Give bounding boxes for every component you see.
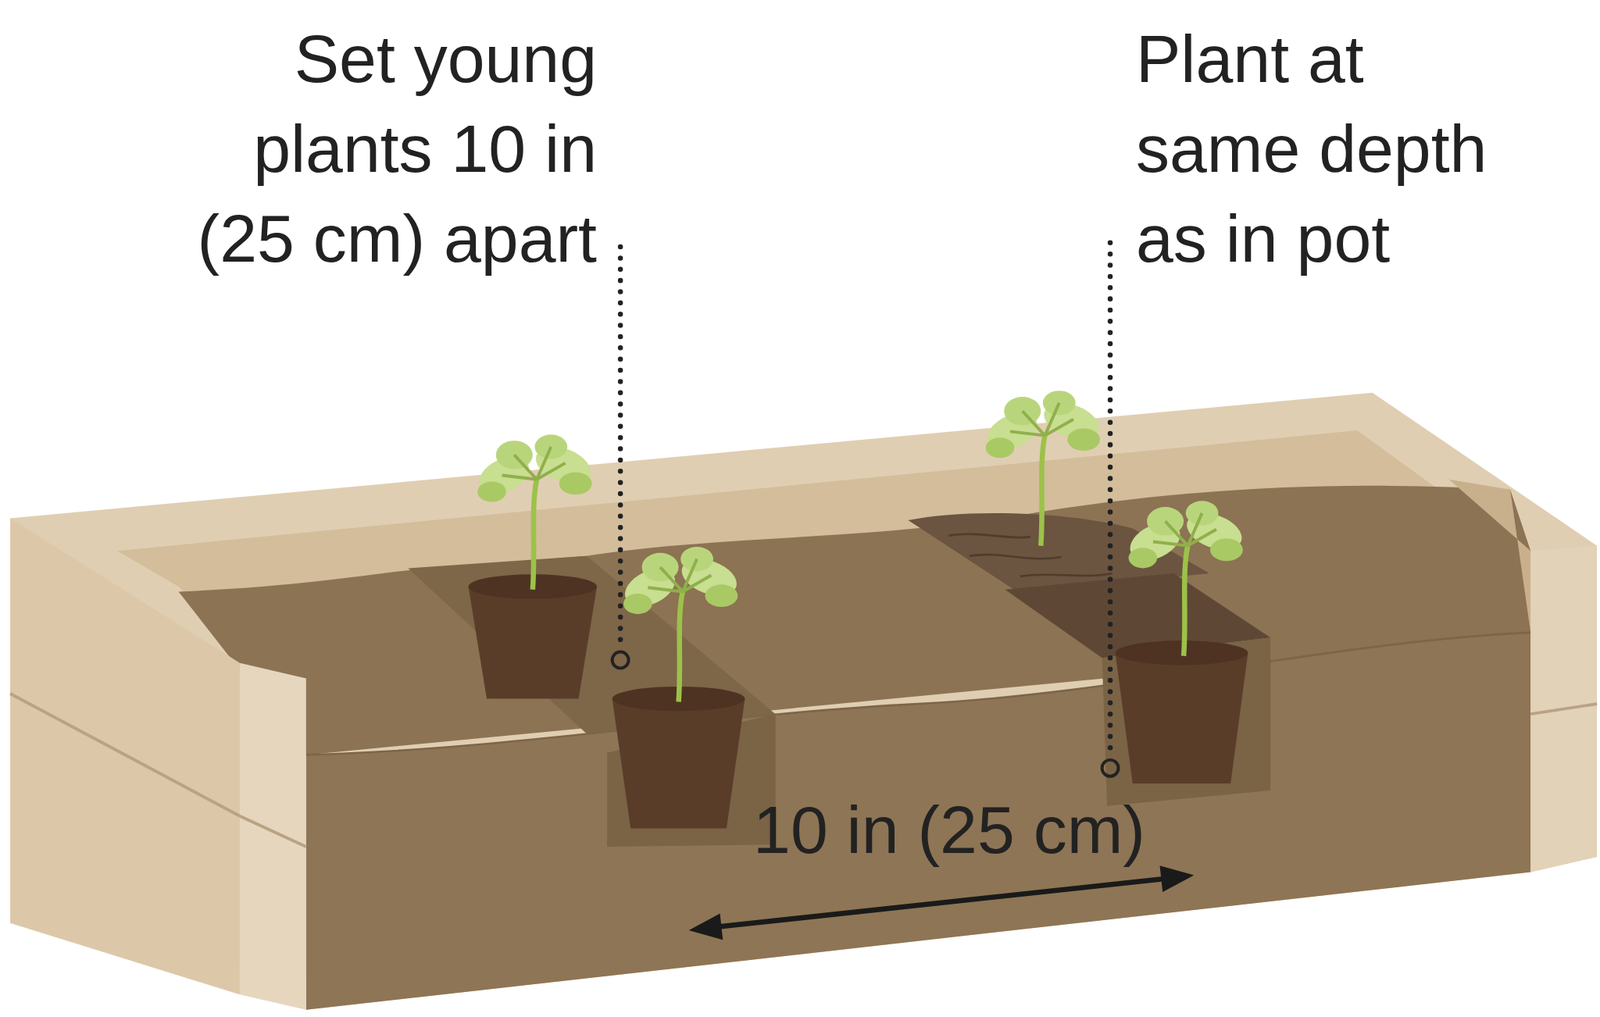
- spacing-note: Set young plants 10 in (25 cm) apart: [151, 14, 597, 284]
- dimension-label: 10 in (25 cm): [753, 785, 1146, 875]
- depth-note: Plant at same depth as in pot: [1135, 14, 1527, 284]
